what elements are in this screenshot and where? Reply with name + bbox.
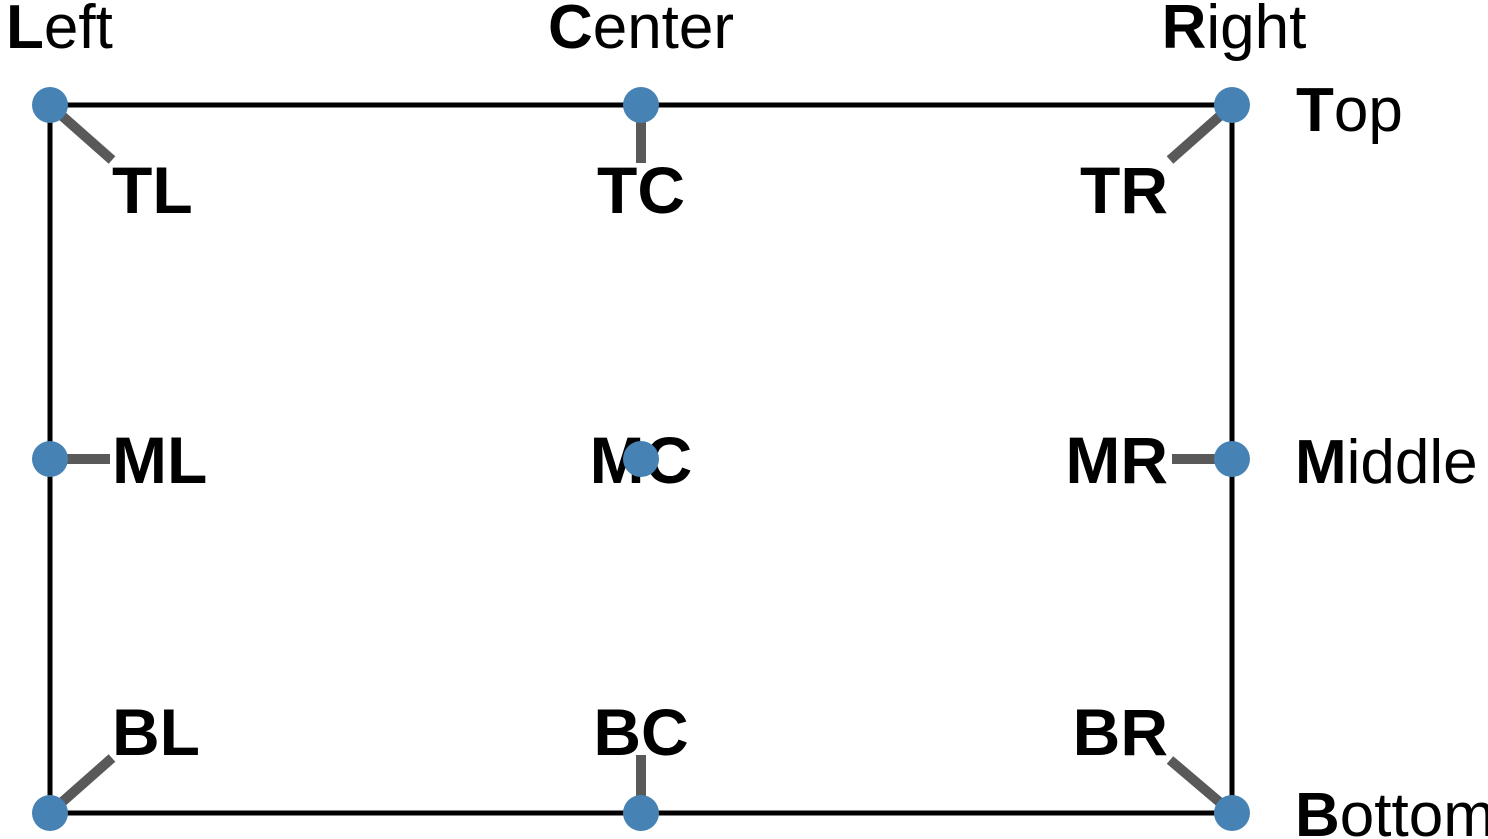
anchor-dot-bc	[623, 795, 659, 831]
anchor-dot-tr	[1214, 87, 1250, 123]
outer-label-top-bold: T	[1296, 76, 1334, 145]
outer-label-right: Right	[1162, 0, 1307, 62]
outer-label-left-rest: eft	[44, 0, 113, 62]
anchor-label-bc: BC	[593, 695, 688, 769]
anchor-dot-tl	[32, 87, 68, 123]
anchor-label-tc: TC	[597, 153, 685, 227]
anchor-dot-tc	[623, 87, 659, 123]
anchor-dot-br	[1214, 795, 1250, 831]
outer-label-bottom-bold: B	[1295, 781, 1340, 839]
outer-label-left: Left	[6, 0, 113, 62]
outer-label-middle: Middle	[1295, 428, 1478, 497]
anchor-label-tl: TL	[112, 153, 193, 227]
outer-labels: Left Center Right Top Middle Bottom	[6, 0, 1488, 839]
anchor-label-tr: TR	[1080, 153, 1168, 227]
outer-label-center: Center	[548, 0, 734, 62]
anchor-dot-ml	[32, 441, 68, 477]
anchor-dots	[32, 87, 1250, 831]
anchor-label-bl: BL	[112, 695, 200, 769]
outer-label-bottom: Bottom	[1295, 781, 1488, 839]
outer-label-right-bold: R	[1162, 0, 1207, 62]
anchor-label-mr: MR	[1065, 423, 1168, 497]
outer-label-middle-bold: M	[1295, 428, 1347, 497]
outer-label-left-bold: L	[6, 0, 44, 62]
anchor-label-ml: ML	[112, 423, 207, 497]
outer-label-bottom-rest: ottom	[1340, 781, 1488, 839]
outer-label-top-rest: op	[1334, 76, 1403, 145]
anchor-dot-mr	[1214, 441, 1250, 477]
outer-label-middle-rest: iddle	[1347, 428, 1478, 497]
anchor-dot-bl	[32, 795, 68, 831]
anchor-label-br: BR	[1073, 695, 1168, 769]
outer-label-center-rest: enter	[593, 0, 734, 62]
outer-label-right-rest: ight	[1206, 0, 1306, 62]
anchor-dot-mc	[623, 441, 659, 477]
outer-label-top: Top	[1296, 76, 1403, 145]
outer-label-center-bold: C	[548, 0, 593, 62]
